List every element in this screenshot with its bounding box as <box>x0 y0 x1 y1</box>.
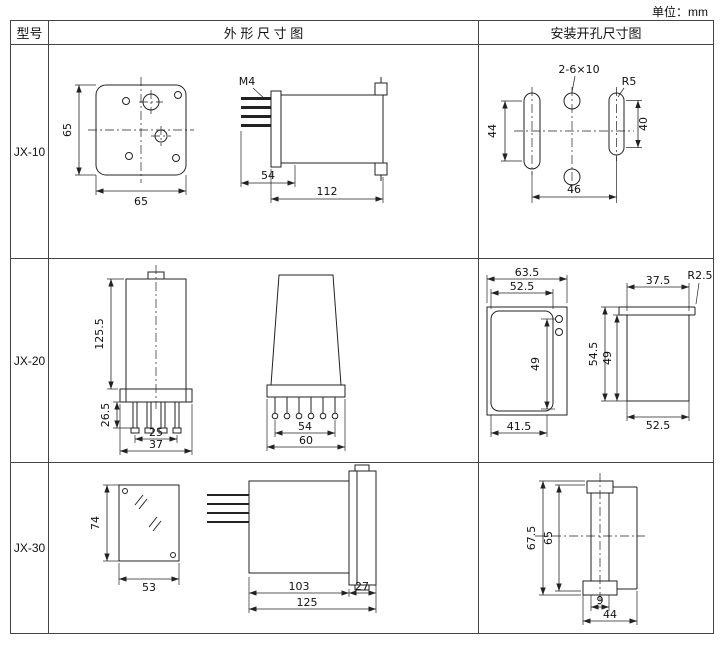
dim-jx20-cut2-bottom-width: 52.5 <box>646 419 671 432</box>
jx30-front-view: 74 53 <box>89 484 180 594</box>
dim-jx20-flange-width: 37 <box>149 438 163 451</box>
outline-cell-jx20: 125.5 26.5 25 37 <box>49 259 479 463</box>
jx30-mounting-drawing: 67.5 65 9 44 <box>525 473 645 625</box>
label-jx10-thread: M4 <box>239 75 256 88</box>
jx20-side-view: 54 60 <box>266 274 346 451</box>
jx20-mounting-drawing: 63.5 52.5 49 41.5 <box>486 266 712 437</box>
jx10-mounting-view: 2-6×10 R5 44 40 <box>486 63 650 203</box>
jx10-side-view: M4 54 112 <box>239 75 388 203</box>
dim-jx20-pin-span: 25 <box>149 426 163 439</box>
dim-jx10-side-front-length: 54 <box>261 169 275 182</box>
mounting-cell-jx30: 67.5 65 9 44 <box>479 463 713 633</box>
outline-cell-jx30: 74 53 103 <box>49 463 479 633</box>
dim-jx20-cut2-total-height: 54.5 <box>587 342 600 367</box>
label-jx10-holes: 2-6×10 <box>558 63 599 76</box>
jx20-cutout-2: 37.5 R2.5 54.5 49 52.5 <box>587 269 712 432</box>
dim-jx30-flange-length: 27 <box>355 580 369 593</box>
jx10-mounting-drawing: 2-6×10 R5 44 40 <box>486 63 650 203</box>
jx10-front-view: 65 65 <box>61 77 194 208</box>
mounting-cell-jx20: 63.5 52.5 49 41.5 <box>479 259 713 463</box>
dim-jx30-slot-width: 9 <box>597 594 604 607</box>
dim-jx30-total-length: 125 <box>297 596 318 609</box>
dim-jx20-side-pin-span: 54 <box>298 420 312 433</box>
dim-jx20-cut1-height: 49 <box>529 357 542 371</box>
header-mounting: 安装开孔尺寸图 <box>479 21 713 45</box>
label-jx20-cut2-radius: R2.5 <box>687 269 712 282</box>
dimension-table: 型号 外 形 尺 寸 图 安装开孔尺寸图 JX-10 <box>10 20 714 634</box>
dim-jx30-mount-inner-height: 65 <box>542 531 555 545</box>
dim-jx30-body-length: 103 <box>289 580 310 593</box>
dim-jx10-mount-height-right: 40 <box>637 117 650 131</box>
dim-jx20-cut2-top-width: 37.5 <box>646 274 671 287</box>
jx10-outline-drawing: 65 65 M4 <box>61 75 388 208</box>
dim-jx10-front-height: 65 <box>61 123 74 137</box>
model-label-jx30: JX-30 <box>11 463 49 633</box>
dim-jx30-mount-total-height: 67.5 <box>525 526 538 551</box>
jx20-front-view: 125.5 26.5 25 37 <box>93 265 193 455</box>
header-model: 型号 <box>11 21 49 45</box>
dim-jx10-side-total-length: 112 <box>317 185 338 198</box>
dim-jx20-cut2-inner-height: 49 <box>601 351 614 365</box>
dim-jx30-front-width: 53 <box>142 581 156 594</box>
model-label-jx10: JX-10 <box>11 45 49 259</box>
dim-jx30-front-height: 74 <box>89 516 102 530</box>
unit-label: 单位：mm <box>652 5 708 19</box>
dim-jx10-mount-height-left: 44 <box>486 124 499 138</box>
jx30-mounting-view: 67.5 65 9 44 <box>525 473 645 625</box>
mounting-cell-jx10: 2-6×10 R5 44 40 <box>479 45 713 259</box>
jx30-outline-drawing: 74 53 103 <box>89 464 377 613</box>
label-jx10-slot-radius: R5 <box>622 75 637 88</box>
dim-jx20-cut1-outer-width: 63.5 <box>515 266 540 279</box>
outline-cell-jx10: 65 65 M4 <box>49 45 479 259</box>
dim-jx30-mount-width: 44 <box>603 608 617 621</box>
dim-jx20-cut1-inner-width: 52.5 <box>510 280 535 293</box>
jx20-cutout-1: 63.5 52.5 49 41.5 <box>486 266 568 437</box>
dim-jx20-side-width: 60 <box>299 434 313 447</box>
jx30-side-view: 103 27 125 <box>207 464 377 613</box>
dim-jx10-mount-width: 46 <box>567 183 581 196</box>
dim-jx10-front-width: 65 <box>134 195 148 208</box>
dim-jx20-body-height: 125.5 <box>93 318 106 350</box>
model-label-jx20: JX-20 <box>11 259 49 463</box>
dim-jx20-cut1-bottom-width: 41.5 <box>507 420 532 433</box>
header-outline: 外 形 尺 寸 图 <box>49 21 479 45</box>
jx20-outline-drawing: 125.5 26.5 25 37 <box>93 265 346 455</box>
dim-jx20-pin-height: 26.5 <box>99 403 112 428</box>
